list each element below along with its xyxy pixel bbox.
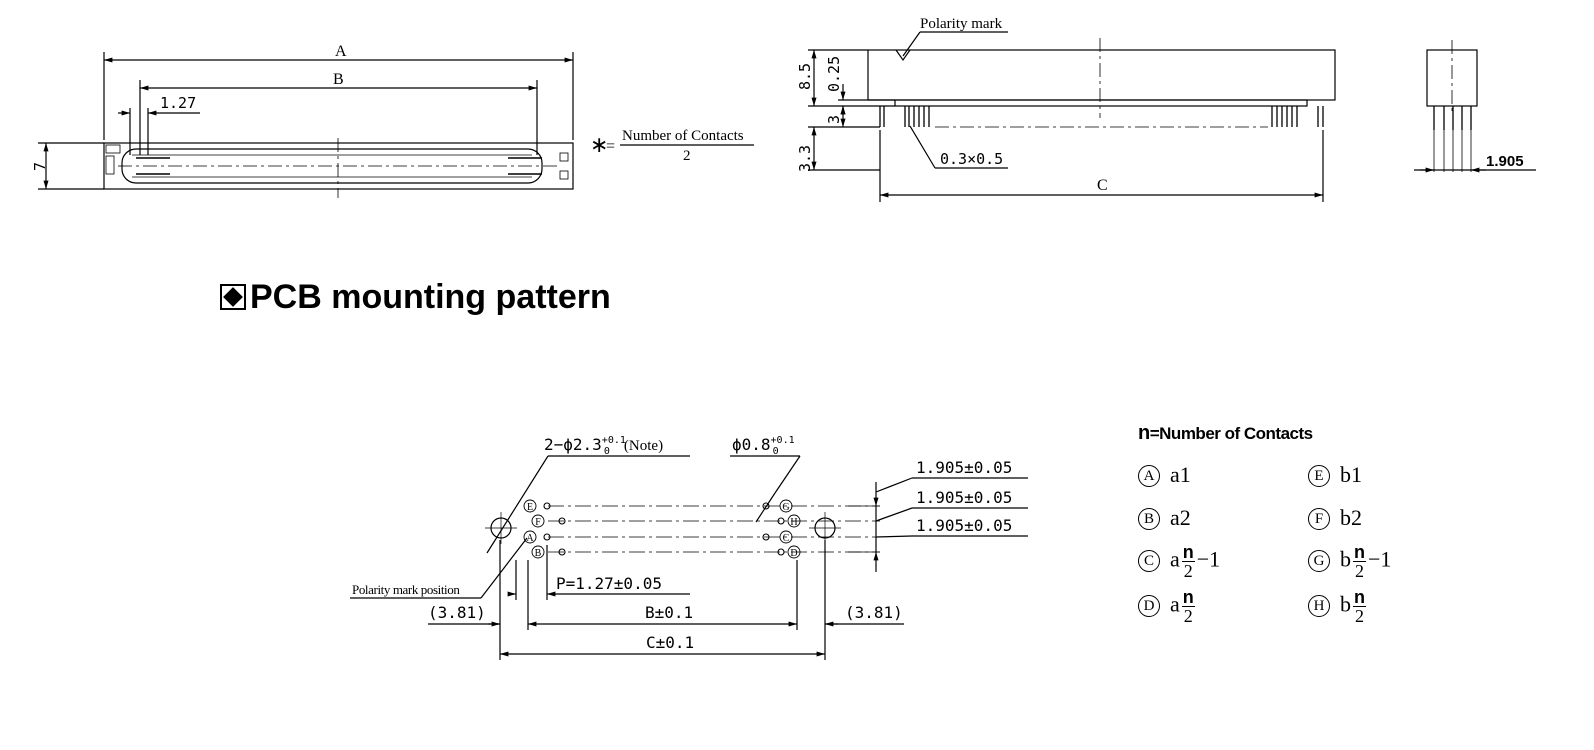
pcb-pattern-drawing	[350, 455, 1028, 660]
row-label-c: C	[783, 533, 790, 544]
legend-value-f: b2	[1340, 505, 1362, 530]
frac-den: 2	[1183, 606, 1193, 626]
row-label-a: A	[526, 533, 534, 544]
legend-value-g: b	[1340, 546, 1351, 572]
row-label-f: F	[535, 517, 541, 528]
dim-3-label: 3	[825, 115, 843, 124]
row-label-e: E	[527, 502, 533, 513]
side-view-drawing	[808, 31, 1336, 202]
frac-den: 2	[1355, 561, 1364, 581]
dim-c-tol-label: C±0.1	[646, 633, 694, 652]
dim-pitch-p-label: P=1.27±0.05	[556, 574, 662, 593]
dim-3-3-label: 3.3	[796, 145, 814, 172]
asterisk-note-numerator: Number of Contacts	[622, 128, 744, 144]
dim-row2-label: 1.905±0.05	[916, 488, 1012, 507]
legend-suffix-g: −1	[1368, 546, 1392, 572]
dim-8-5-label: 8.5	[796, 63, 814, 90]
frac-num: n	[1353, 587, 1366, 607]
legend-key-e: E	[1308, 465, 1330, 487]
frac-den: 2	[1355, 606, 1364, 626]
legend-key-a: A	[1138, 465, 1160, 487]
frac-num: n	[1353, 542, 1366, 562]
polarity-mark-position-label: Polarity mark position	[352, 582, 460, 597]
dim-a-label: A	[335, 43, 347, 60]
legend-value-d: a	[1170, 591, 1180, 617]
legend-value-a: a1	[1170, 462, 1191, 487]
legend-value-c: a	[1170, 546, 1180, 572]
dim-height-label: 7	[31, 162, 49, 171]
frac-num: n	[1181, 542, 1195, 562]
row-label-d: D	[790, 548, 797, 559]
dim-0-25-label: 0.25	[825, 56, 843, 92]
polarity-mark-label: Polarity mark	[920, 16, 1003, 32]
row-label-b: B	[535, 548, 542, 559]
section-title-text: PCB mounting pattern	[250, 278, 611, 316]
legend: n=Number of Contacts	[1138, 422, 1313, 445]
asterisk-note-symbol: ∗	[590, 132, 608, 157]
section-title: PCB mounting pattern	[220, 280, 611, 314]
legend-key-h: H	[1308, 594, 1330, 617]
dim-pitch-label: 1.27	[160, 94, 196, 112]
frac-den: 2	[1183, 561, 1193, 581]
legend-key-c: C	[1138, 549, 1160, 572]
dim-3-81-left-label: (3.81)	[428, 603, 486, 622]
legend-key-g: G	[1308, 549, 1330, 572]
diamond-bullet-icon	[220, 284, 246, 310]
asterisk-note-denominator: 2	[683, 148, 691, 164]
legend-key-d: D	[1138, 594, 1160, 617]
top-view-drawing	[38, 52, 754, 198]
legend-value-b: a2	[1170, 505, 1191, 530]
dim-b-tol-label: B±0.1	[645, 603, 693, 622]
legend-n-symbol: n	[1138, 422, 1150, 444]
legend-header: n=Number of Contacts	[1138, 422, 1313, 445]
dim-b-label: B	[333, 71, 344, 88]
dim-row1-label: 1.905±0.05	[916, 458, 1012, 477]
legend-header-text: Number of Contacts	[1159, 424, 1313, 443]
legend-value-e: b1	[1340, 462, 1362, 487]
legend-key-f: F	[1308, 508, 1330, 530]
dim-pin-size-label: 0.3×0.5	[940, 150, 1003, 168]
end-view-drawing	[1414, 40, 1536, 173]
asterisk-note-eq: =	[606, 138, 615, 155]
row-label-g: G	[782, 502, 789, 513]
legend-eq: =	[1149, 424, 1160, 443]
legend-suffix-c: −1	[1196, 546, 1221, 572]
frac-num: n	[1181, 587, 1195, 607]
row-label-h: H	[790, 517, 797, 528]
legend-value-h: b	[1340, 591, 1351, 617]
legend-key-b: B	[1138, 508, 1160, 530]
dim-1-905-label: 1.905	[1486, 153, 1524, 170]
dim-row3-label: 1.905±0.05	[916, 516, 1012, 535]
dim-c-label: C	[1097, 177, 1108, 194]
dim-3-81-right-label: (3.81)	[845, 603, 903, 622]
